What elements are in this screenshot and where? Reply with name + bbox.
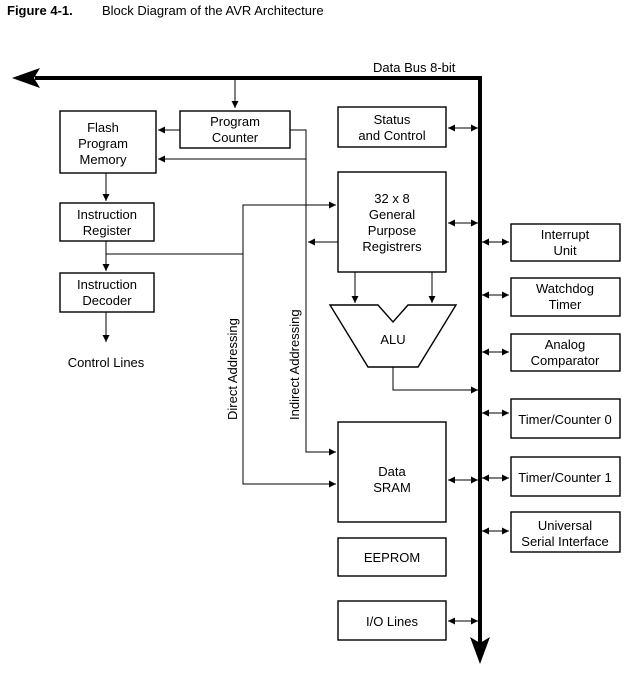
- alu-to-bus-wire: [392, 367, 478, 394]
- flash-memory-label-3: Memory: [80, 152, 127, 167]
- instruction-decoder-box: [59, 272, 155, 313]
- flash-memory-label-2: Program: [78, 136, 128, 151]
- watchdog-timer-box: [510, 277, 621, 317]
- data-sram-label-1: Data: [378, 464, 406, 479]
- direct-addressing-to-registers-wire: [242, 201, 336, 254]
- instruction-register-box: [59, 202, 155, 242]
- alu-block: ALU: [328, 304, 458, 368]
- status-control-box: [337, 106, 447, 148]
- figure-caption: Figure 4-1. Block Diagram of the AVR Arch…: [7, 3, 324, 18]
- instruction-decoder-label-2: Decoder: [82, 293, 132, 308]
- timer-counter-1-block: Timer/Counter 1: [510, 456, 621, 497]
- analog-comparator-box: [510, 333, 621, 372]
- interrupt-unit-box: [510, 223, 621, 262]
- data-bus-down-arrowhead: [470, 637, 490, 664]
- data-bus-line: [35, 76, 482, 645]
- usi-label-2: Serial Interface: [521, 534, 608, 549]
- analog-comparator-label-2: Comparator: [531, 353, 600, 368]
- timer-counter-0-label: Timer/Counter 0: [518, 412, 611, 427]
- data-bus: Data Bus 8-bit: [12, 60, 490, 664]
- program-counter-block: Program Counter: [179, 110, 291, 149]
- usi-box: [510, 511, 621, 553]
- program-counter-label-2: Counter: [212, 130, 259, 145]
- indirect-addressing-label: Indirect Addressing: [287, 309, 302, 420]
- analog-comparator-block: Analog Comparator: [510, 333, 621, 372]
- watchdog-timer-block: Watchdog Timer: [510, 277, 621, 317]
- eeprom-block: EEPROM: [337, 537, 447, 577]
- timer-counter-0-block: Timer/Counter 0: [510, 398, 621, 439]
- eeprom-label: EEPROM: [364, 550, 420, 565]
- data-sram-block: Data SRAM: [337, 421, 447, 523]
- status-control-block: Status and Control: [337, 106, 447, 148]
- timer-counter-0-box: [510, 398, 621, 439]
- figure-number: Figure 4-1.: [7, 3, 73, 18]
- io-lines-label: I/O Lines: [366, 614, 419, 629]
- instruction-decoder-block: Instruction Decoder: [59, 272, 155, 313]
- instruction-register-block: Instruction Register: [59, 202, 155, 242]
- registers-label-1: 32 x 8: [374, 191, 409, 206]
- interrupt-unit-label-1: Interrupt: [541, 227, 590, 242]
- instruction-decoder-label-1: Instruction: [77, 277, 137, 292]
- timer-counter-1-label: Timer/Counter 1: [518, 470, 611, 485]
- io-lines-box: [337, 600, 447, 641]
- usi-label-1: Universal: [538, 518, 592, 533]
- indirect-addressing-wire: [290, 129, 336, 456]
- alu-label: ALU: [380, 332, 405, 347]
- watchdog-timer-label-2: Timer: [549, 297, 582, 312]
- eeprom-box: [337, 537, 447, 577]
- usi-block: Universal Serial Interface: [510, 511, 621, 553]
- data-bus-label: Data Bus 8-bit: [373, 60, 456, 75]
- registers-label-4: Registrers: [362, 239, 422, 254]
- figure-title: Block Diagram of the AVR Architecture: [102, 3, 324, 18]
- interrupt-unit-label-2: Unit: [553, 243, 577, 258]
- io-lines-block: I/O Lines: [337, 600, 447, 641]
- flash-memory-box: [59, 110, 157, 174]
- instruction-register-label-2: Register: [83, 223, 132, 238]
- registers-label-3: Purpose: [368, 223, 416, 238]
- alu-shape: [328, 304, 458, 368]
- direct-addressing-label: Direct Addressing: [225, 318, 240, 420]
- control-lines-label: Control Lines: [68, 355, 145, 370]
- timer-counter-1-box: [510, 456, 621, 497]
- flash-memory-block: Flash Program Memory: [59, 110, 157, 174]
- registers-label-2: General: [369, 207, 415, 222]
- flash-memory-label-1: Flash: [87, 120, 119, 135]
- data-sram-box: [337, 421, 447, 523]
- registers-block: 32 x 8 General Purpose Registrers: [337, 171, 447, 273]
- watchdog-timer-label-1: Watchdog: [536, 281, 594, 296]
- status-control-label-2: and Control: [358, 128, 425, 143]
- data-sram-label-2: SRAM: [373, 480, 411, 495]
- instruction-register-label-1: Instruction: [77, 207, 137, 222]
- analog-comparator-label-1: Analog: [545, 337, 585, 352]
- data-bus-left-arrowhead: [12, 68, 40, 88]
- direct-addressing-to-sram-wire: [242, 254, 336, 488]
- program-counter-label-1: Program: [210, 114, 260, 129]
- interrupt-unit-block: Interrupt Unit: [510, 223, 621, 262]
- registers-box: [337, 171, 447, 273]
- status-control-label-1: Status: [374, 112, 411, 127]
